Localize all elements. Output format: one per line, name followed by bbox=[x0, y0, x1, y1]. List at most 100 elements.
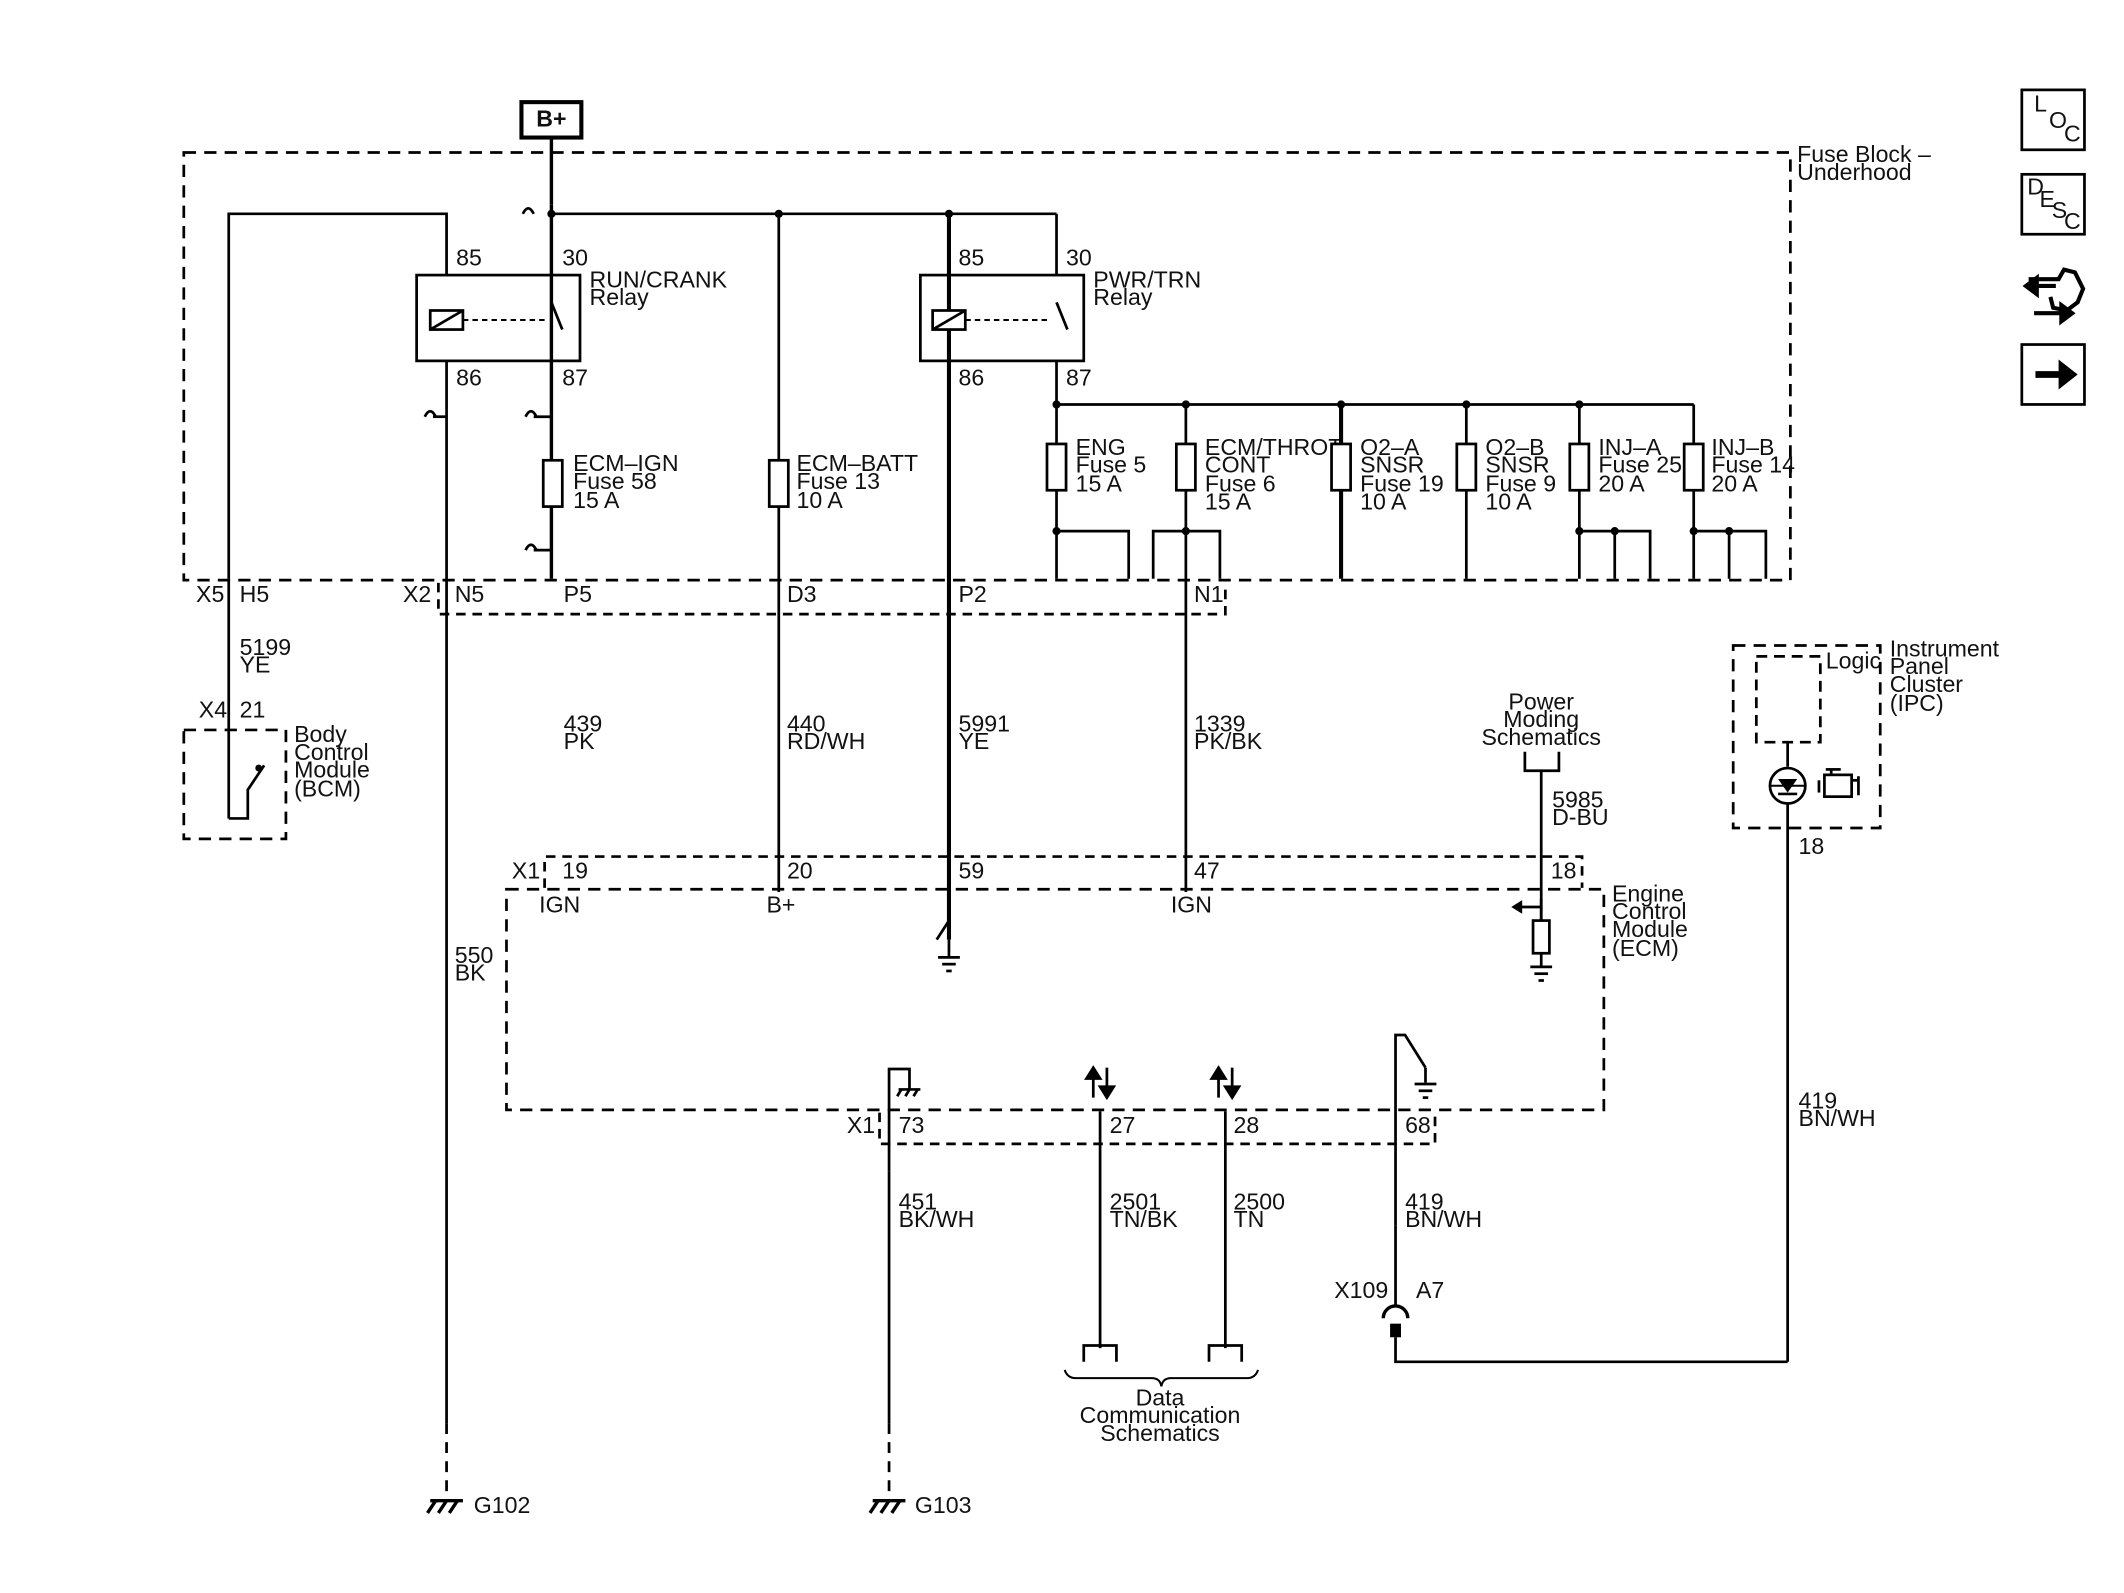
data-terminal bbox=[1207, 1344, 1244, 1362]
bcm-label: (BCM) bbox=[294, 776, 361, 802]
pin-n5: N5 bbox=[455, 581, 485, 607]
fuse-label: Fuse 58 bbox=[573, 468, 657, 494]
loc-letter: O bbox=[2049, 107, 2067, 133]
wire-label: 439 bbox=[564, 710, 603, 736]
ecm-label: Control bbox=[1612, 898, 1687, 924]
pin-20: 20 bbox=[787, 857, 813, 883]
fuse-label: 20 A bbox=[1598, 471, 1645, 497]
desc-letter: E bbox=[2040, 186, 2055, 212]
fuse-label: 10 A bbox=[796, 487, 843, 513]
wire-hops bbox=[423, 207, 538, 551]
run-crank-relay-label-2: Relay bbox=[590, 284, 650, 310]
wire-label: BK/WH bbox=[899, 1206, 975, 1232]
desc-letter: C bbox=[2064, 208, 2081, 234]
wire-label: 440 bbox=[787, 710, 826, 736]
fuse-inj-b bbox=[1682, 442, 1705, 492]
ground-g102: G102 bbox=[474, 1492, 531, 1518]
connector-x5: X5 bbox=[196, 581, 224, 607]
pin-p5: P5 bbox=[564, 581, 592, 607]
fuse-label: INJ–A bbox=[1598, 434, 1662, 460]
pin-87: 87 bbox=[1066, 364, 1092, 390]
ecm-bplus-label: B+ bbox=[767, 891, 796, 917]
wire-label: PK/BK bbox=[1194, 728, 1263, 754]
bcm-label: Body bbox=[294, 721, 347, 747]
wire-label: 2500 bbox=[1234, 1188, 1285, 1214]
pwr-trn-relay-label-2: Relay bbox=[1093, 284, 1153, 310]
fuse-ecm-throt bbox=[1174, 442, 1197, 492]
fuse-inj-a bbox=[1568, 442, 1591, 492]
next-arrow-button[interactable] bbox=[2020, 343, 2086, 406]
relay-switch bbox=[1055, 301, 1069, 331]
fuse-label: O2–A bbox=[1360, 434, 1420, 460]
connector-x1-bottom bbox=[878, 1112, 1437, 1146]
power-moding-ref: Power bbox=[1508, 688, 1574, 714]
wire-label: BN/WH bbox=[1799, 1105, 1876, 1131]
pin-a7: A7 bbox=[1416, 1277, 1444, 1303]
pwr-trn-relay-label: PWR/TRN bbox=[1093, 266, 1201, 292]
ipc-label: Cluster bbox=[1890, 671, 1964, 697]
connector-x1-bottom-label: X1 bbox=[847, 1112, 875, 1138]
fuse-label: 15 A bbox=[573, 487, 620, 513]
fuse-label: 15 A bbox=[1076, 471, 1123, 497]
fuse-label: Fuse 13 bbox=[796, 468, 880, 494]
wire-label: BN/WH bbox=[1405, 1206, 1482, 1232]
data-comm-ref: Data bbox=[1136, 1384, 1185, 1410]
data-arrows-icon bbox=[1084, 1065, 1242, 1101]
pin-n1: N1 bbox=[1194, 581, 1224, 607]
wire-label: 1339 bbox=[1194, 710, 1245, 736]
chassis-ground-icon bbox=[896, 1088, 921, 1097]
fuse-label: Fuse 9 bbox=[1485, 471, 1556, 497]
bcm-label: Module bbox=[294, 757, 370, 783]
fuse-ecm-ign bbox=[541, 458, 564, 508]
wire-label: D-BU bbox=[1552, 804, 1609, 830]
splice-dot bbox=[547, 209, 556, 218]
wire-label: 5991 bbox=[958, 710, 1009, 736]
fuse-label: Fuse 14 bbox=[1711, 452, 1795, 478]
description-button[interactable]: D E S C bbox=[2020, 172, 2086, 236]
fuse-label: ECM–IGN bbox=[573, 450, 678, 476]
data-brace bbox=[1063, 1369, 1259, 1387]
pin-85: 85 bbox=[456, 245, 482, 271]
pin-59: 59 bbox=[958, 857, 984, 883]
pin-30: 30 bbox=[1066, 245, 1092, 271]
connector-x4: X4 bbox=[199, 697, 227, 723]
ground-icon bbox=[1530, 965, 1553, 982]
connector-x2: X2 bbox=[403, 581, 431, 607]
fuse-label: 10 A bbox=[1485, 488, 1532, 514]
wire-label: 5199 bbox=[240, 634, 291, 660]
pulldown-resistor bbox=[1531, 919, 1551, 955]
pin-86: 86 bbox=[958, 364, 984, 390]
location-button[interactable]: L O C bbox=[2020, 88, 2086, 152]
ipc-logic-label: Logic bbox=[1826, 648, 1881, 674]
connector-x1: X1 bbox=[512, 857, 540, 883]
pwr-trn-relay bbox=[919, 273, 1086, 363]
fuse-label: O2–B bbox=[1485, 434, 1544, 460]
pin-87: 87 bbox=[562, 364, 588, 390]
wire-label: 419 bbox=[1405, 1188, 1444, 1214]
desc-letter: S bbox=[2052, 197, 2067, 223]
pin-68: 68 bbox=[1405, 1112, 1431, 1138]
ipc-logic-block bbox=[1754, 655, 1822, 744]
pin-21: 21 bbox=[240, 697, 266, 723]
run-crank-relay bbox=[415, 273, 582, 363]
pin-73: 73 bbox=[899, 1112, 925, 1138]
ground-icon bbox=[938, 955, 960, 973]
fuse-label: ENG bbox=[1076, 434, 1126, 460]
wire-label: BK bbox=[455, 959, 486, 985]
connector-tools-icon[interactable] bbox=[2022, 267, 2086, 326]
wire-label: TN/BK bbox=[1110, 1206, 1179, 1232]
wire-label: YE bbox=[958, 728, 989, 754]
bcm-module bbox=[182, 728, 288, 841]
chassis-ground-icon bbox=[868, 1499, 906, 1514]
ground-icon bbox=[1414, 1082, 1437, 1099]
wire-label: TN bbox=[1234, 1206, 1265, 1232]
ecm-label: Engine bbox=[1612, 881, 1684, 907]
fuse-label: Fuse 25 bbox=[1598, 452, 1682, 478]
fuse-label: SNSR bbox=[1485, 452, 1549, 478]
fuse-label: ECM/THROT bbox=[1205, 434, 1342, 460]
wire-label: 451 bbox=[899, 1188, 938, 1214]
pin-28: 28 bbox=[1234, 1112, 1260, 1138]
ecm-ign-label: IGN bbox=[539, 891, 580, 917]
fuse-o2b bbox=[1455, 442, 1478, 492]
pin-p2: P2 bbox=[958, 581, 986, 607]
